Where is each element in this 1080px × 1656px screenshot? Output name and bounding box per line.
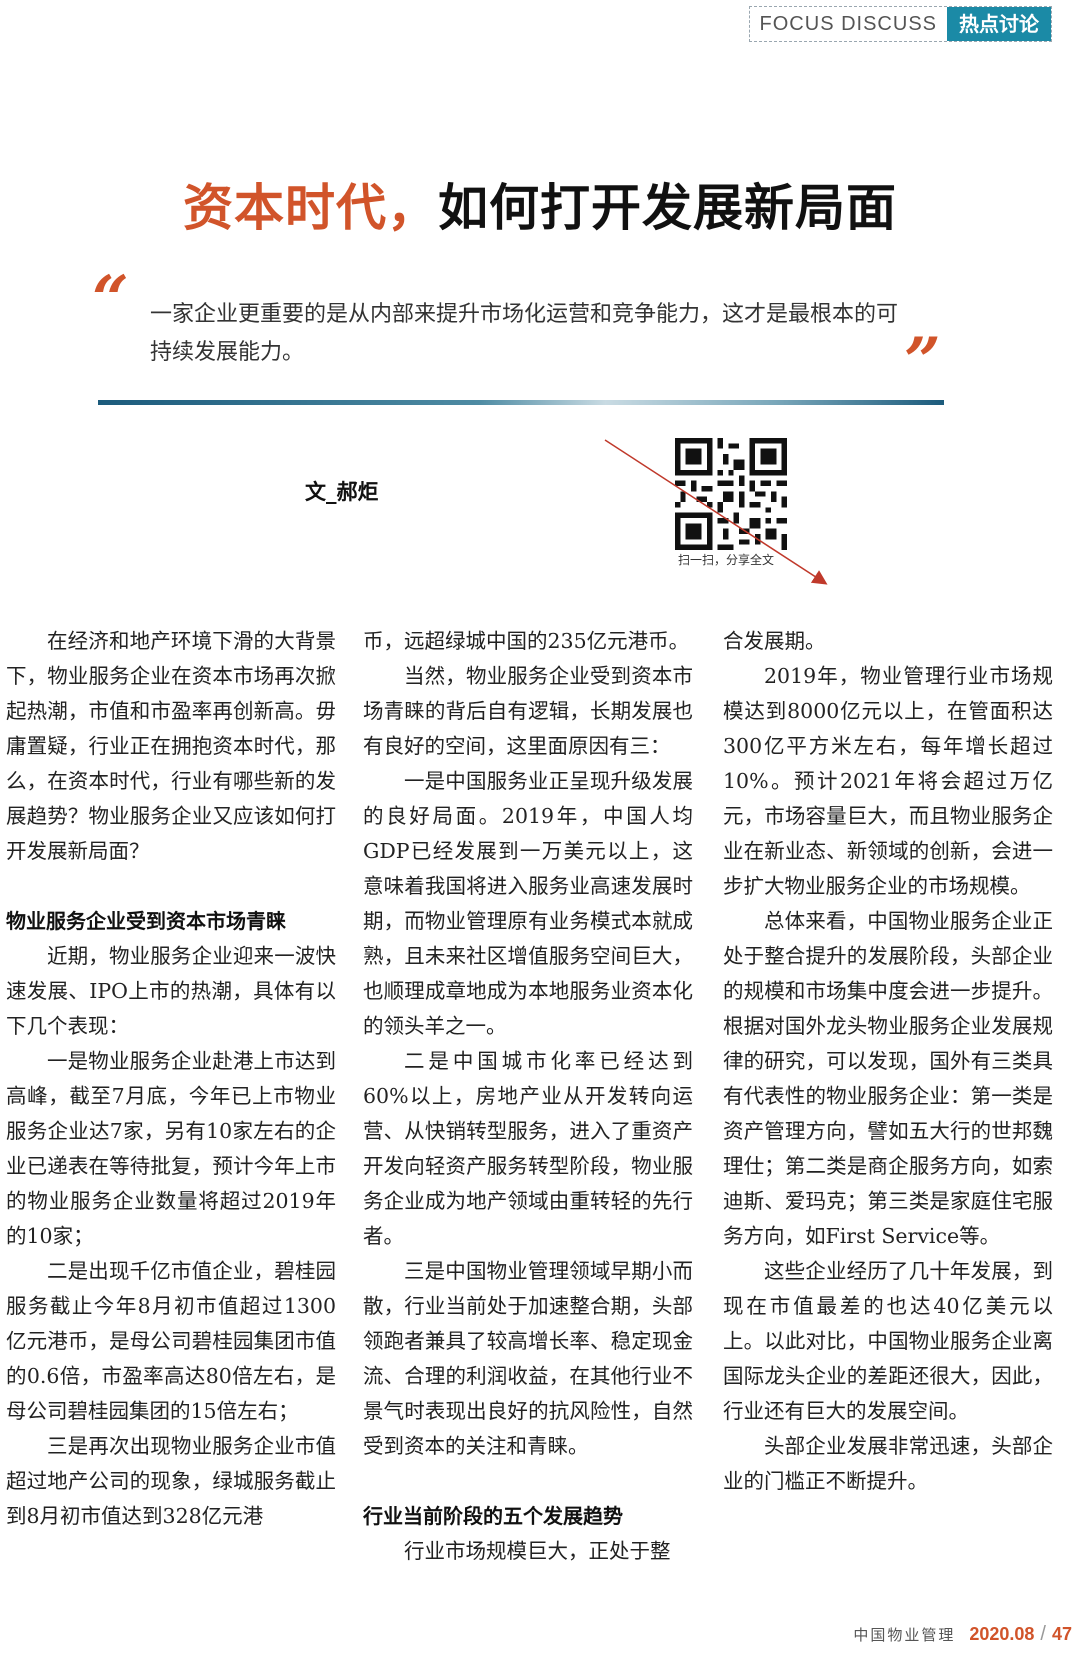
footer-divider: / — [1040, 1622, 1046, 1645]
section-heading: 物业服务企业受到资本市场青睐 — [6, 909, 286, 933]
paragraph: 2019年，物业管理行业市场规模达到8000亿元以上，在管面积达300亿平方米左… — [723, 664, 1053, 898]
column-1: 在经济和地产环境下滑的大背景下，物业服务企业在资本市场再次掀起热潮，市值和市盈率… — [6, 624, 336, 1534]
pull-quote: 一家企业更重要的是从内部来提升市场化运营和竞争能力，这才是最根本的可持续发展能力… — [150, 302, 899, 365]
section-heading: 行业当前阶段的五个发展趋势 — [363, 1504, 623, 1528]
paragraph: 合发展期。 — [723, 629, 826, 653]
paragraph: 二是出现千亿市值企业，碧桂园服务截止今年8月初市值超过1300亿元港币，是母公司… — [6, 1259, 336, 1423]
section-tag-en: FOCUS DISCUSS — [749, 7, 947, 41]
title-part-2: 如何打开发展新局面 — [438, 179, 897, 237]
issue-date: 2020.08 — [969, 1623, 1035, 1644]
paragraph: 一是中国服务业正呈现升级发展的良好局面。2019年，中国人均GDP已经发展到一万… — [363, 769, 693, 1038]
section-tag: FOCUS DISCUSS 热点讨论 — [748, 6, 1052, 42]
paragraph: 在经济和地产环境下滑的大背景下，物业服务企业在资本市场再次掀起热潮，市值和市盈率… — [6, 629, 336, 863]
magazine-logo: 中国物业管理 — [853, 1625, 956, 1644]
paragraph: 当然，物业服务企业受到资本市场青睐的背后自有逻辑，长期发展也有良好的空间，这里面… — [363, 664, 693, 758]
quote-close-icon: ” — [904, 324, 941, 399]
paragraph: 近期，物业服务企业迎来一波快速发展、IPO上市的热潮，具体有以下几个表现： — [6, 944, 336, 1038]
paragraph: 头部企业发展非常迅速，头部企业的门槛正不断提升。 — [723, 1434, 1053, 1493]
paragraph: 这些企业经历了几十年发展，到现在市值最差的也达40亿美元以上。以此对比，中国物业… — [723, 1259, 1053, 1423]
paragraph: 三是中国物业管理领域早期小而散，行业当前处于加速整合期，头部领跑者兼具了较高增长… — [363, 1259, 693, 1458]
arrow-icon — [604, 439, 828, 585]
paragraph: 币，远超绿城中国的235亿元港币。 — [363, 629, 690, 653]
article-title: 资本时代，如何打开发展新局面 — [0, 168, 1080, 240]
page-number: 47 — [1051, 1623, 1072, 1644]
page-footer: 中国物业管理 2020.08 / 47 — [853, 1620, 1072, 1648]
divider-rule — [98, 400, 944, 405]
qr-caption: 扫一扫，分享全文 — [678, 553, 775, 567]
paragraph: 行业市场规模巨大，正处于整 — [404, 1539, 671, 1563]
paragraph: 三是再次出现物业服务企业市值超过地产公司的现象，绿城服务截止到8月初市值达到32… — [6, 1434, 336, 1528]
section-tag-zh: 热点讨论 — [947, 7, 1051, 41]
qr-code-icon[interactable] — [675, 438, 787, 550]
paragraph: 二是中国城市化率已经达到60%以上，房地产业从开发转向运营、从快销转型服务，进入… — [363, 1049, 693, 1248]
title-part-1: 资本时代， — [183, 179, 438, 237]
column-2: 币，远超绿城中国的235亿元港币。当然，物业服务企业受到资本市场青睐的背后自有逻… — [363, 624, 693, 1569]
quote-open-icon: “ — [92, 262, 129, 337]
paragraph: 总体来看，中国物业服务企业正处于整合提升的发展阶段，头部企业的规模和市场集中度会… — [723, 909, 1053, 1248]
paragraph: 一是物业服务企业赴港上市达到高峰，截至7月底，今年已上市物业服务企业达7家，另有… — [6, 1049, 336, 1248]
column-3: 合发展期。 2019年，物业管理行业市场规模达到8000亿元以上，在管面积达300… — [723, 624, 1053, 1499]
author-byline: 文_郝炬 — [305, 480, 379, 504]
